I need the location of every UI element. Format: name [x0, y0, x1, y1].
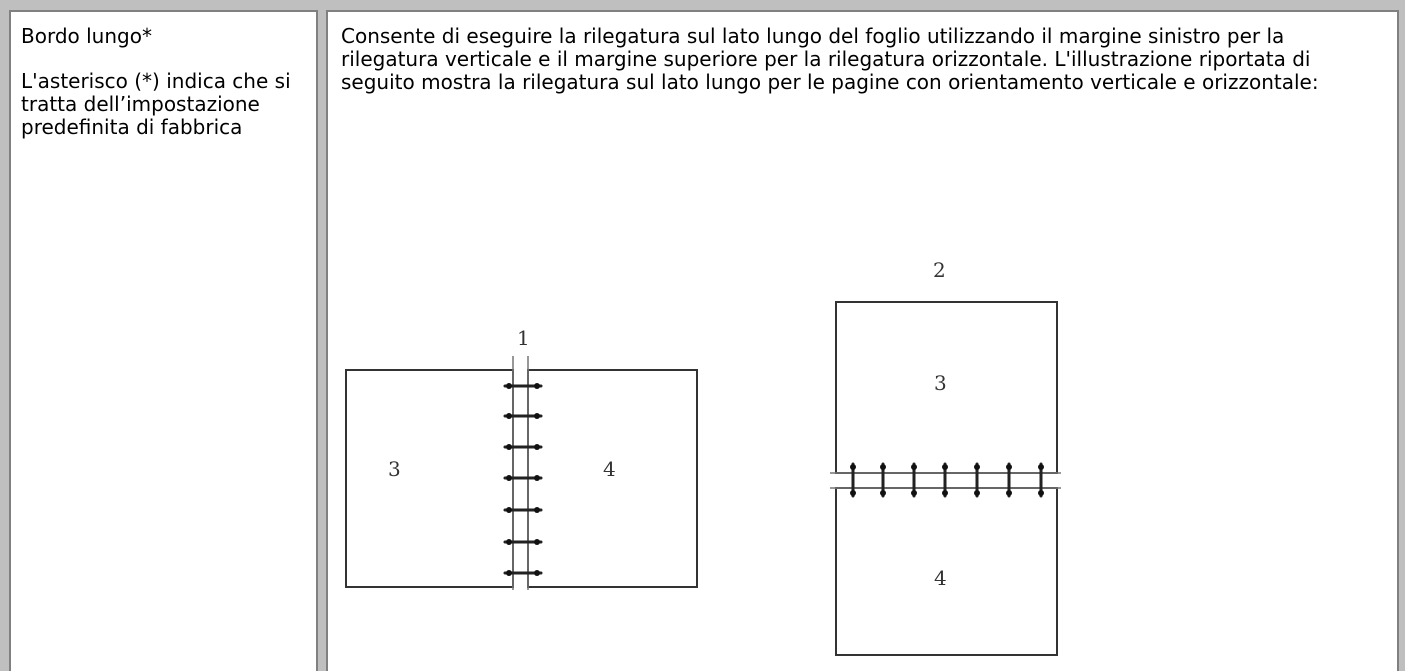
default-note: L'asterisco (*) indica che si tratta del… — [21, 69, 291, 139]
landscape-top-page-number: 3 — [934, 371, 947, 395]
landscape-callout-label: 2 — [933, 258, 946, 282]
portrait-booklet: 1 3 4 — [345, 326, 698, 590]
setting-description: Consente di eseguire la rilegatura sul l… — [341, 24, 1319, 94]
landscape-bottom-page-number: 4 — [934, 566, 947, 590]
table-border-right — [1399, 0, 1405, 671]
table-border-left — [0, 0, 9, 671]
column-divider — [316, 10, 318, 671]
portrait-right-page-number: 4 — [603, 457, 616, 481]
table-border-right-inner — [1397, 10, 1399, 671]
table-border-top-inner — [9, 10, 1397, 12]
table-border-left-inner — [9, 10, 11, 671]
setting-name-cell: Bordo lungo* L'asterisco (*) indica che … — [21, 25, 311, 139]
landscape-booklet: 2 3 4 — [830, 258, 1061, 656]
portrait-left-page-number: 3 — [388, 457, 401, 481]
column-divider-gap — [318, 10, 326, 671]
setting-description-cell: Consente di eseguire la rilegatura sul l… — [341, 25, 1386, 94]
setting-title: Bordo lungo* — [21, 24, 152, 48]
table-border-top — [0, 0, 1405, 10]
column-divider-inner — [326, 10, 328, 671]
portrait-callout-label: 1 — [517, 326, 530, 350]
